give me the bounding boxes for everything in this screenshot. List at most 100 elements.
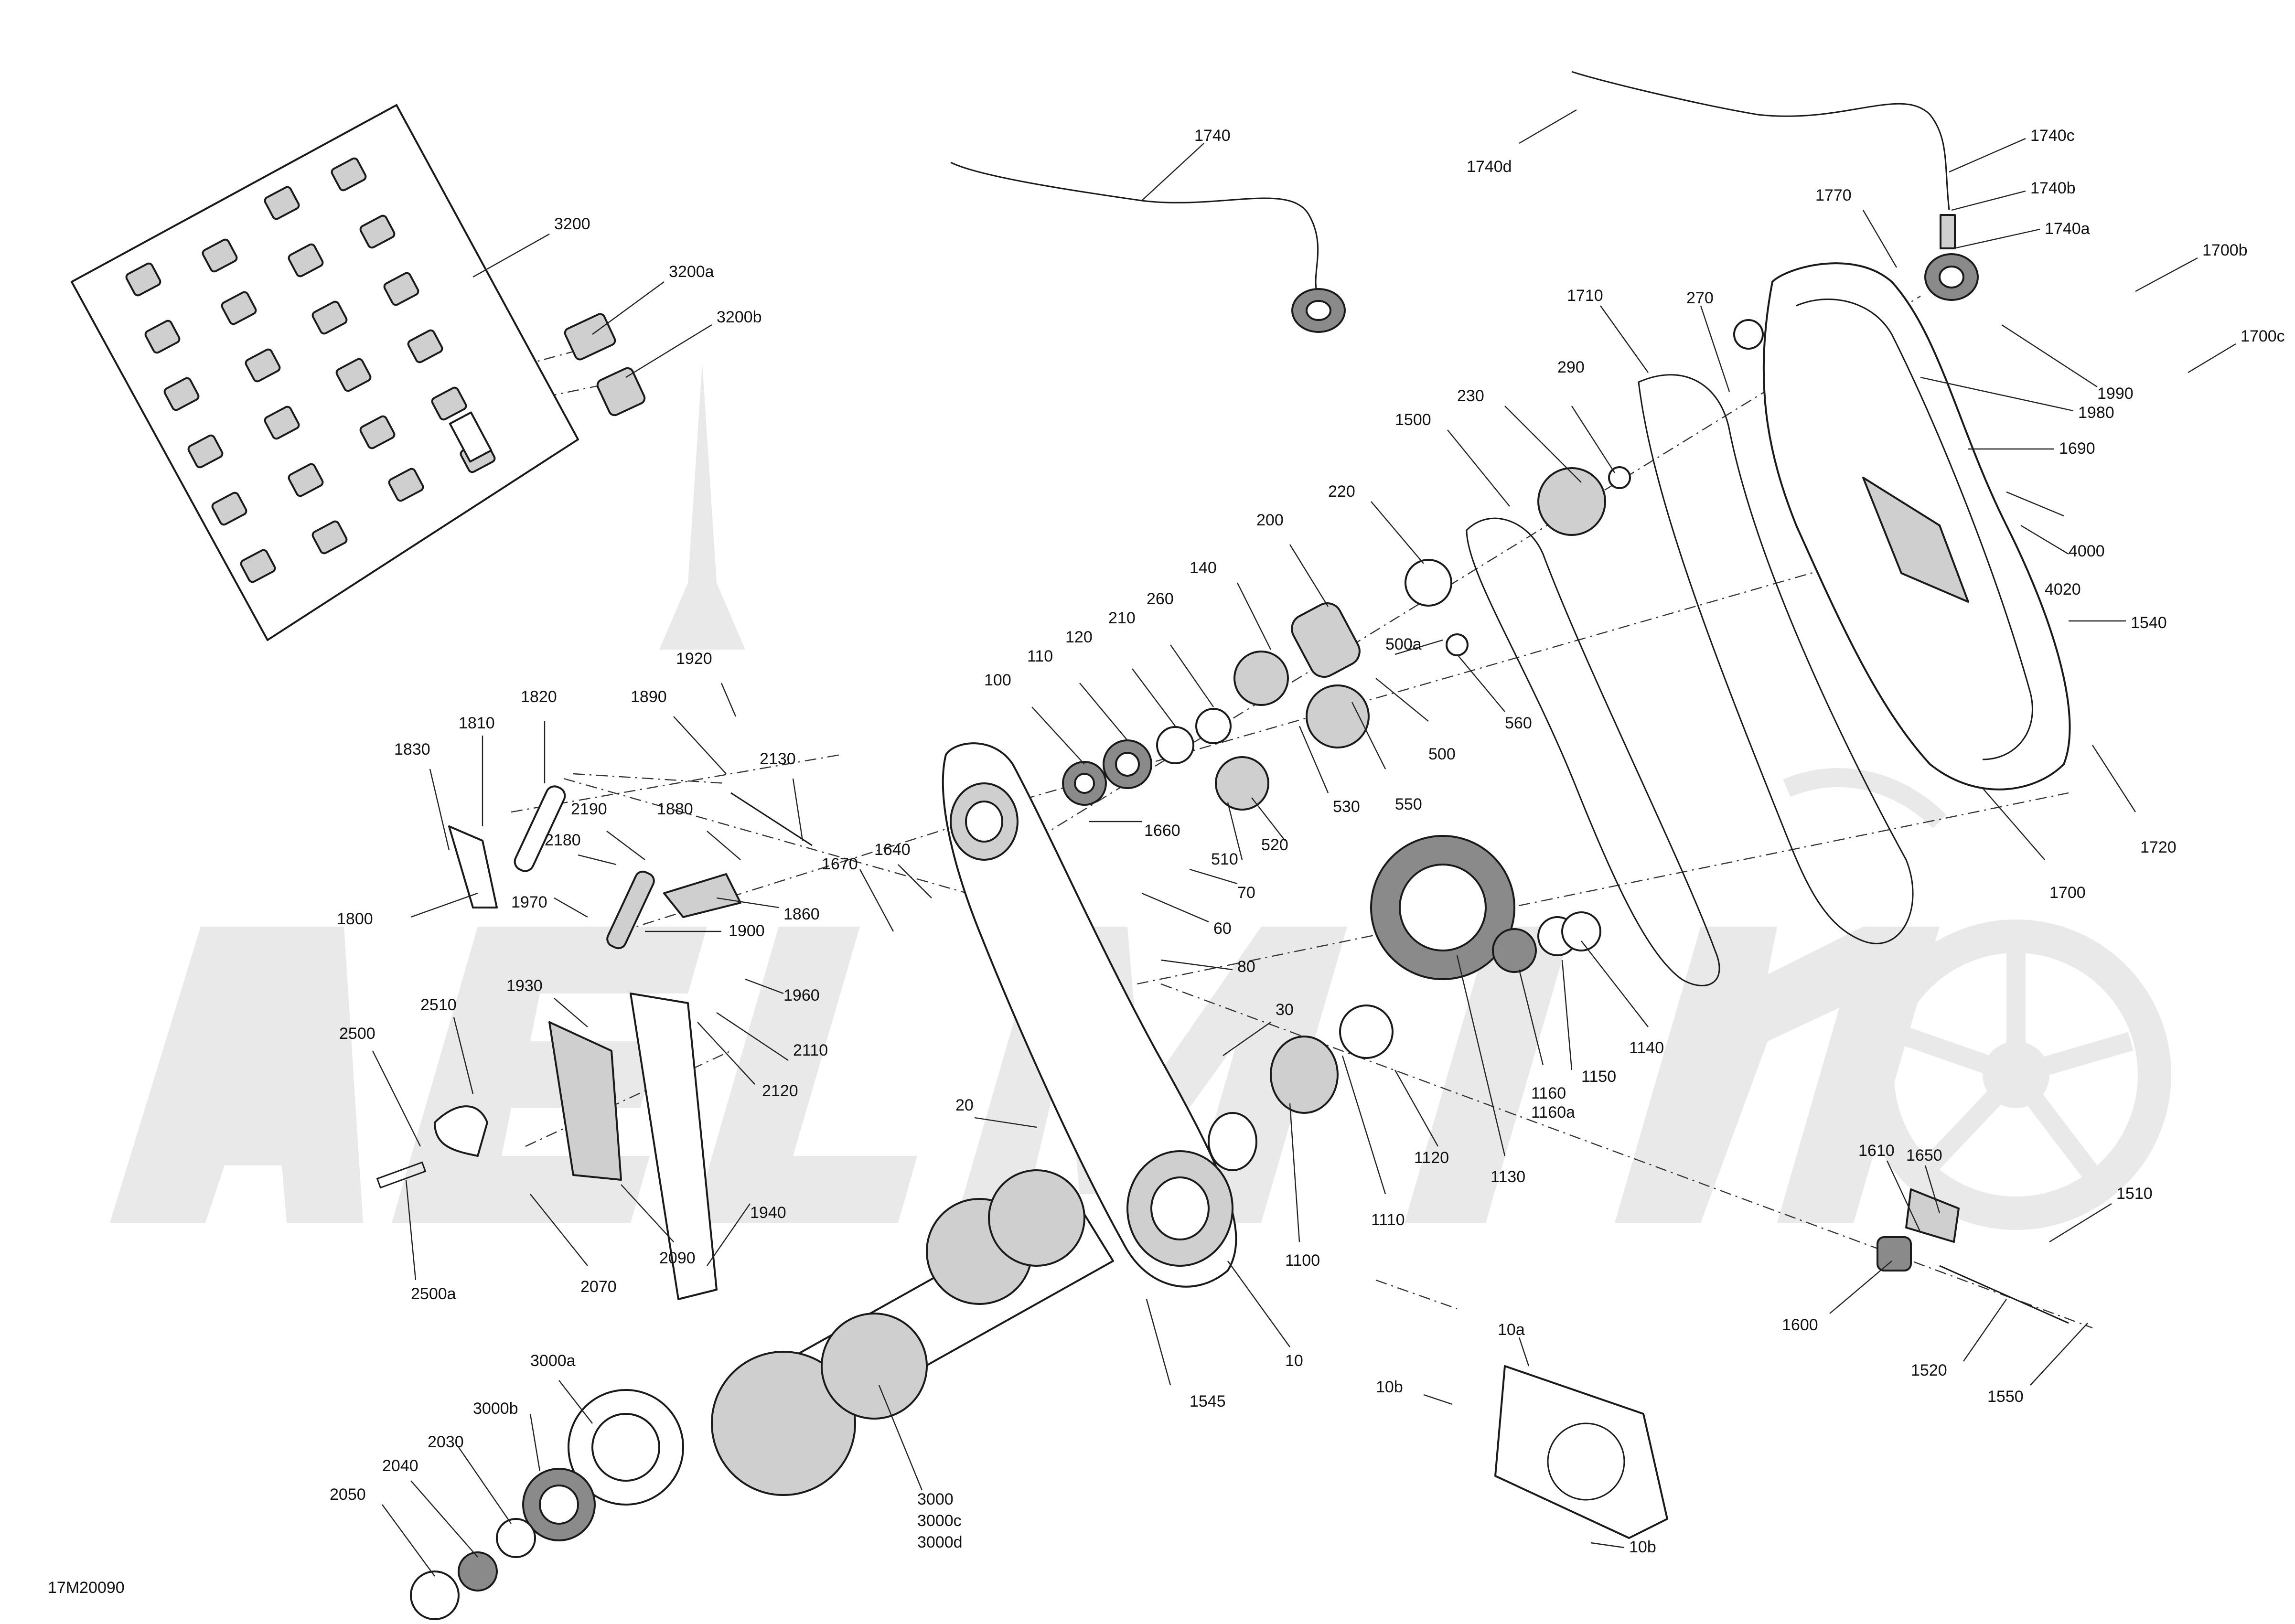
belt-1500: [1466, 517, 1720, 986]
chain-1710: [1638, 374, 1914, 944]
callout-110: 110: [1027, 647, 1053, 665]
callout-2030: 2030: [428, 1433, 464, 1451]
callout-530: 530: [1333, 798, 1360, 816]
callout-4000: 4000: [2069, 542, 2105, 560]
callout-1540: 1540: [2131, 614, 2167, 632]
callout-1700c: 1700c: [2241, 327, 2285, 345]
callout-1980: 1980: [2078, 404, 2114, 422]
callout-1520: 1520: [1911, 1361, 1947, 1379]
callout-1740c: 1740c: [2030, 127, 2075, 145]
callout-1700b: 1700b: [2202, 241, 2248, 259]
callout-20: 20: [955, 1096, 974, 1114]
callout-2070: 2070: [580, 1278, 617, 1296]
callout-1800: 1800: [337, 910, 373, 928]
callout-2040: 2040: [382, 1457, 418, 1475]
callout-230: 230: [1457, 387, 1484, 405]
callout-1960: 1960: [783, 986, 820, 1004]
callout-2120: 2120: [762, 1082, 798, 1100]
callout-1690: 1690: [2059, 439, 2095, 458]
cover-gasket-10a: [1494, 1365, 1668, 1539]
callout-1640: 1640: [874, 841, 911, 859]
callout-1740a: 1740a: [2045, 220, 2090, 238]
callout-2050: 2050: [330, 1485, 366, 1504]
callout-1550: 1550: [1987, 1388, 2024, 1406]
callout-1860: 1860: [783, 905, 820, 923]
callout-220: 220: [1328, 482, 1355, 501]
callout-1920: 1920: [676, 650, 712, 668]
callout-10b-bottom: 10b: [1629, 1538, 1656, 1556]
callout-1510: 1510: [2116, 1185, 2153, 1203]
callout-210: 210: [1108, 609, 1136, 627]
cable-1740: [950, 161, 1346, 333]
callout-labels: 1740 1740d 1740c 1740b 1740a 1770 1700b …: [48, 127, 2285, 1597]
callout-1710: 1710: [1567, 287, 1603, 305]
callout-1500: 1500: [1395, 411, 1431, 429]
callout-2180: 2180: [545, 831, 581, 849]
callout-140: 140: [1190, 559, 1217, 577]
track-clip-3200a: [564, 313, 616, 361]
callout-60: 60: [1213, 919, 1232, 938]
callout-1150: 1150: [1581, 1068, 1616, 1086]
callout-70: 70: [1237, 884, 1255, 902]
callout-520: 520: [1261, 836, 1288, 854]
callout-1820: 1820: [521, 688, 557, 706]
track-belt-3200: [71, 104, 579, 641]
callout-200: 200: [1256, 511, 1284, 529]
callout-2190: 2190: [571, 800, 607, 818]
callout-1970: 1970: [511, 893, 547, 911]
callout-1720: 1720: [2140, 838, 2177, 856]
callout-1110: 1110: [1371, 1211, 1405, 1229]
callout-1660: 1660: [1144, 822, 1180, 840]
callout-1650: 1650: [1906, 1146, 1942, 1165]
callout-1610: 1610: [1858, 1142, 1895, 1160]
callout-3200a: 3200a: [669, 263, 714, 281]
callout-2500a: 2500a: [411, 1285, 456, 1303]
callout-1670: 1670: [822, 855, 858, 873]
callout-1990: 1990: [2097, 385, 2134, 403]
callout-1740: 1740: [1194, 127, 1231, 145]
callout-1740d: 1740d: [1467, 158, 1512, 176]
callout-1770: 1770: [1815, 186, 1852, 204]
callout-1120: 1120: [1414, 1149, 1449, 1167]
callout-260: 260: [1147, 590, 1174, 608]
callout-1100: 1100: [1285, 1251, 1320, 1270]
callout-2130: 2130: [760, 750, 796, 768]
callout-500: 500: [1428, 745, 1456, 763]
callout-1740b: 1740b: [2030, 179, 2076, 197]
callout-10a: 10a: [1498, 1321, 1525, 1339]
callout-2500: 2500: [339, 1025, 375, 1043]
callout-290: 290: [1557, 358, 1585, 376]
callout-1140: 1140: [1629, 1039, 1664, 1057]
callout-500a: 500a: [1385, 635, 1422, 653]
figure-code: 17M20090: [48, 1579, 125, 1597]
callout-1940: 1940: [750, 1204, 786, 1222]
callout-3000d: 3000d: [917, 1533, 963, 1551]
callout-1830: 1830: [394, 740, 430, 759]
callout-30: 30: [1276, 1001, 1294, 1019]
callout-100: 100: [984, 671, 1011, 689]
callout-3200b: 3200b: [717, 308, 762, 326]
callout-1545: 1545: [1190, 1392, 1226, 1410]
callout-1810: 1810: [459, 714, 495, 732]
callout-2510: 2510: [420, 996, 457, 1014]
leader-lines: [372, 109, 2236, 1577]
callout-80: 80: [1237, 958, 1255, 976]
callout-2090: 2090: [659, 1249, 696, 1267]
drive-axle-sprockets-3000: [410, 1169, 1114, 1620]
callout-1890: 1890: [631, 688, 667, 706]
callout-510: 510: [1211, 850, 1238, 868]
callout-1900: 1900: [729, 922, 765, 940]
callout-3200: 3200: [554, 215, 590, 233]
callout-3000c: 3000c: [917, 1512, 962, 1530]
callout-1130: 1130: [1491, 1168, 1525, 1186]
drive-gears-and-bearings: [1062, 319, 1764, 1171]
callout-2110: 2110: [793, 1041, 828, 1059]
track-clip-3200b: [596, 367, 646, 417]
callout-10: 10: [1285, 1352, 1303, 1370]
callout-1880: 1880: [657, 800, 693, 818]
shift-linkage: [376, 785, 813, 1300]
callout-1600: 1600: [1782, 1316, 1818, 1334]
callout-1160: 1160: [1531, 1084, 1566, 1102]
callout-1700: 1700: [2049, 884, 2086, 902]
